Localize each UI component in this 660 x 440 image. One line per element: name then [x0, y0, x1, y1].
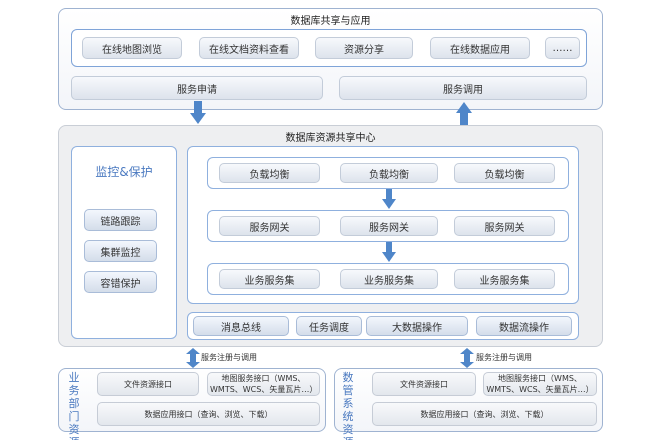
monitor-title: 监控&保护: [95, 165, 153, 179]
right-source-title: 数管系统资源汇入: [342, 371, 354, 440]
gateway-2: 服务网关: [340, 216, 438, 236]
monitor-item-cluster: 集群监控: [84, 240, 157, 262]
app-more: ……: [545, 37, 580, 59]
connector-label-left: 服务注册与调用: [201, 353, 257, 362]
gateway-3: 服务网关: [454, 216, 555, 236]
top-panel-title: 数据库共享与应用: [290, 16, 371, 27]
bar-message-bus: 消息总线: [193, 316, 289, 336]
gateway-1: 服务网关: [219, 216, 320, 236]
load-balance-2: 负载均衡: [340, 163, 438, 183]
business-3: 业务服务集: [454, 269, 555, 289]
monitor-item-trace: 链路跟踪: [84, 209, 157, 231]
arrow-down-apply: [190, 101, 206, 124]
left-source-title: 业务部门资源汇入: [68, 371, 80, 440]
app-online-data: 在线数据应用: [430, 37, 530, 59]
connector-label-right: 服务注册与调用: [476, 353, 532, 362]
bar-big-data: 大数据操作: [366, 316, 468, 336]
business-2: 业务服务集: [340, 269, 438, 289]
arrow-down-gw-biz: [382, 242, 396, 262]
bar-task-schedule: 任务调度: [296, 316, 362, 336]
arrow-down-lb-gw: [382, 189, 396, 209]
app-doc-view: 在线文档资料查看: [199, 37, 299, 59]
load-balance-1: 负载均衡: [219, 163, 320, 183]
load-balance-3: 负载均衡: [454, 163, 555, 183]
left-file-iface: 文件资源接口: [97, 372, 199, 396]
monitor-item-fault: 容错保护: [84, 271, 157, 293]
right-map-iface: 地图服务接口（WMS、WMTS、WCS、矢量瓦片…）: [483, 372, 597, 396]
app-map-browse: 在线地图浏览: [82, 37, 182, 59]
bar-data-stream: 数据流操作: [476, 316, 572, 336]
right-file-iface: 文件资源接口: [372, 372, 476, 396]
center-panel-title: 数据库资源共享中心: [285, 133, 376, 144]
left-data-iface: 数据应用接口（查询、浏览、下载）: [97, 402, 320, 426]
left-map-iface: 地图服务接口（WMS、WMTS、WCS、矢量瓦片…）: [207, 372, 320, 396]
service-apply: 服务申请: [71, 76, 323, 100]
business-1: 业务服务集: [219, 269, 320, 289]
arrow-up-call: [456, 102, 472, 125]
service-call: 服务调用: [339, 76, 587, 100]
right-data-iface: 数据应用接口（查询、浏览、下载）: [372, 402, 597, 426]
app-resource-share: 资源分享: [315, 37, 413, 59]
double-arrow-right: [460, 348, 474, 368]
double-arrow-left: [186, 348, 200, 368]
